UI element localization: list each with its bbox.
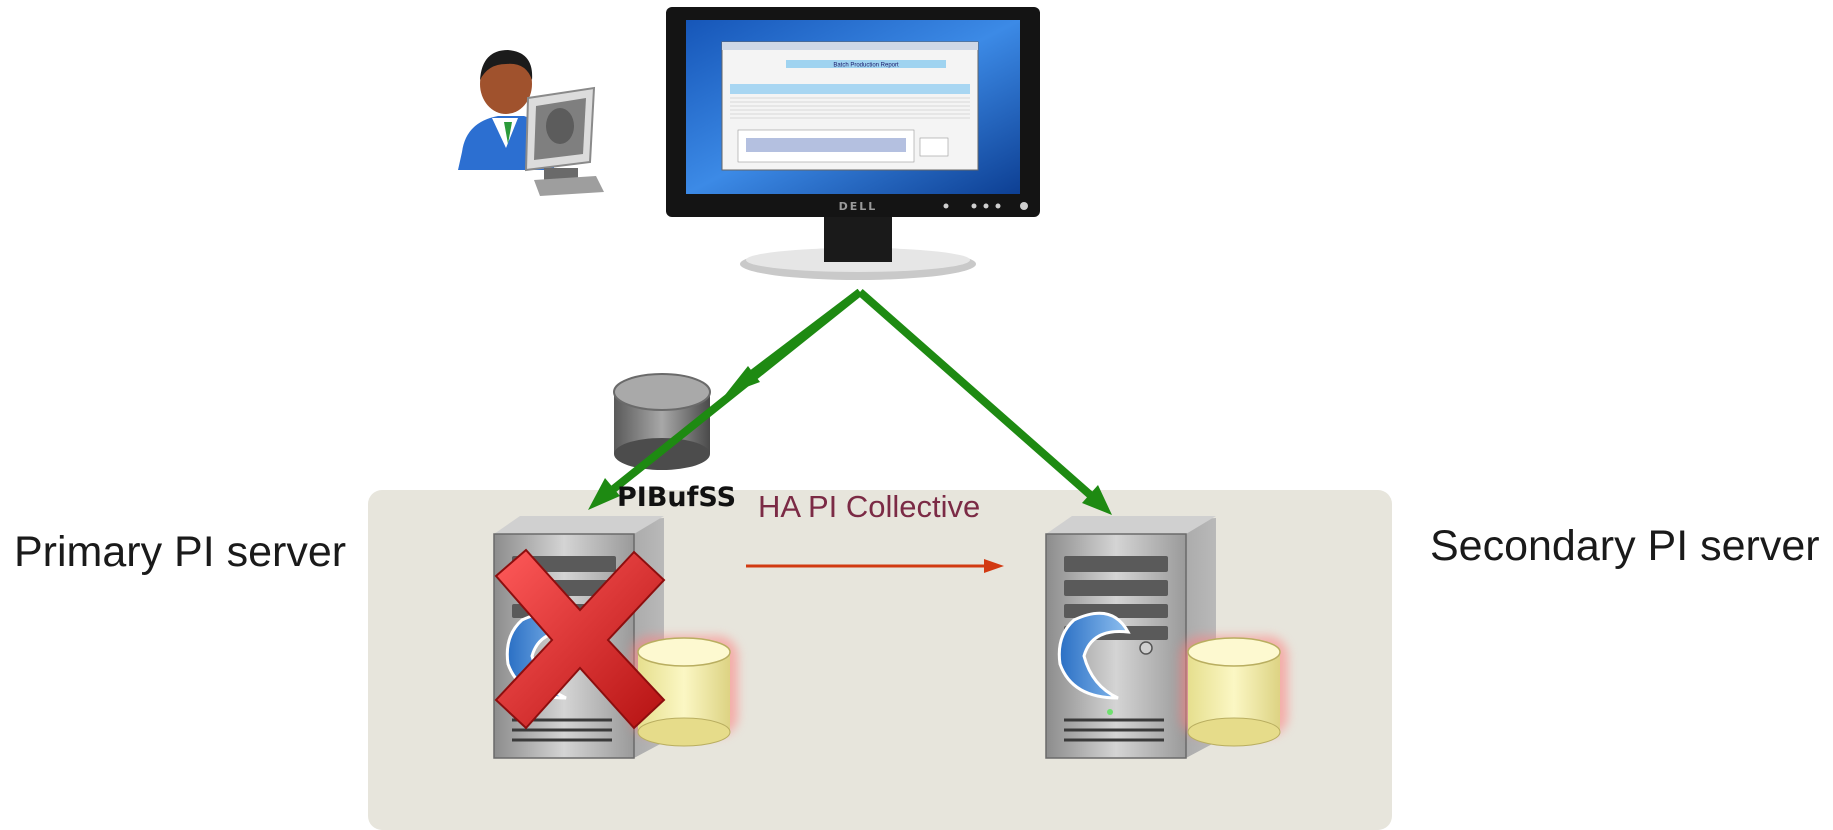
report-title: Batch Production Report: [833, 63, 899, 69]
client-to-buffer-arrowhead: [725, 366, 760, 395]
client-to-primary-arrowhead: [588, 478, 620, 510]
pi-logo-icon: [1057, 611, 1131, 700]
secondary-server: [1045, 516, 1288, 759]
client-to-primary-arrow: [603, 288, 863, 499]
client-monitor-icon: Batch Production Report DELL: [666, 7, 1040, 280]
collective-label: HA PI Collective: [758, 489, 981, 524]
primary-server: [493, 516, 738, 759]
buffer-label: PIBufSS: [617, 482, 737, 513]
primary-server-label: Primary PI server: [14, 528, 347, 576]
archive-database-icon: [1180, 636, 1288, 747]
monitor-brand: DELL: [839, 200, 878, 213]
client-to-secondary-arrowhead: [1082, 485, 1112, 515]
secondary-server-label: Secondary PI server: [1430, 522, 1820, 570]
client-to-secondary-arrow: [857, 288, 1099, 504]
user-workstation-icon: [458, 50, 604, 196]
archive-database-icon: [630, 636, 738, 747]
client-links: [588, 288, 1112, 515]
report-window: Batch Production Report: [721, 41, 979, 171]
failure-x-icon: [494, 548, 666, 730]
replication-arrow: [746, 559, 1004, 573]
